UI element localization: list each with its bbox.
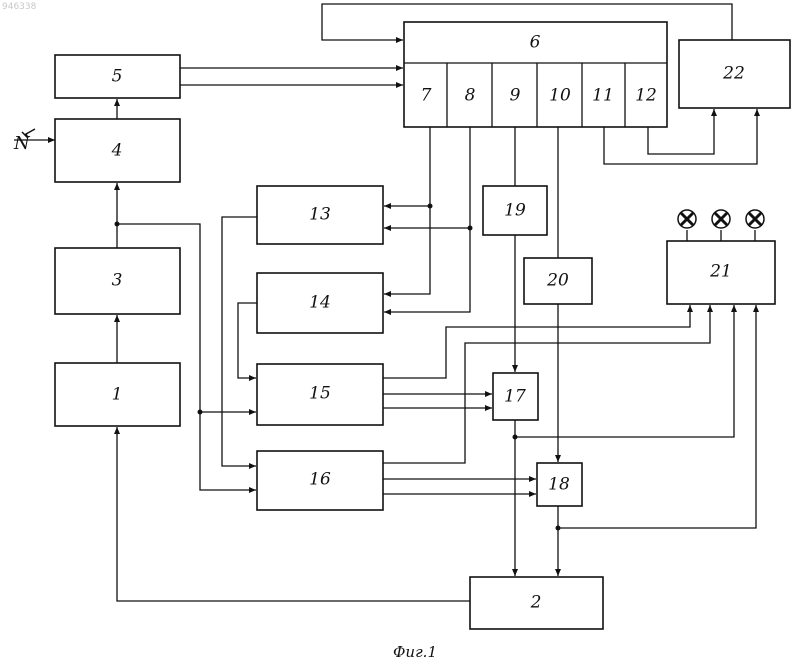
block-13: 13 bbox=[257, 186, 383, 244]
block-15-label: 15 bbox=[309, 384, 331, 404]
block-14-label: 14 bbox=[309, 293, 331, 313]
block-22: 22 bbox=[679, 40, 790, 108]
lamp-icon bbox=[712, 210, 730, 241]
input-symbol: N bbox=[13, 133, 31, 154]
block-17: 17 bbox=[493, 373, 538, 420]
block-4-label: 4 bbox=[111, 141, 123, 161]
block-18: 18 bbox=[537, 463, 582, 506]
block-20-label: 20 bbox=[546, 271, 569, 291]
block-9-label: 9 bbox=[510, 86, 521, 106]
block-16: 16 bbox=[257, 451, 383, 510]
block-14: 14 bbox=[257, 273, 383, 333]
block-19-label: 19 bbox=[504, 201, 526, 221]
figure-caption: Фиг.1 bbox=[393, 643, 437, 661]
block-4: 4 bbox=[55, 119, 180, 182]
block-7-label: 7 bbox=[421, 86, 432, 106]
block-2: 2 bbox=[470, 577, 603, 629]
block-5: 5 bbox=[55, 55, 180, 98]
block-10-label: 10 bbox=[549, 86, 571, 106]
block-21-label: 21 bbox=[709, 262, 732, 282]
block-2-label: 2 bbox=[530, 593, 542, 613]
block-5-label: 5 bbox=[112, 67, 123, 87]
lamp-icon bbox=[746, 210, 764, 241]
block-3-label: 3 bbox=[112, 271, 123, 291]
block-18-label: 18 bbox=[548, 475, 570, 495]
block-17-label: 17 bbox=[504, 387, 526, 407]
block-8-label: 8 bbox=[465, 86, 476, 106]
block-15: 15 bbox=[257, 364, 383, 425]
watermark: 946338 bbox=[2, 2, 37, 12]
block-6: 6 7 8 9 10 11 12 bbox=[404, 22, 667, 127]
block-1: 1 bbox=[55, 363, 180, 426]
block-22-label: 22 bbox=[722, 64, 745, 84]
block-16-label: 16 bbox=[309, 470, 331, 490]
lamp-icon bbox=[678, 210, 696, 241]
block-20: 20 bbox=[524, 258, 592, 304]
block-6-label: 6 bbox=[530, 33, 541, 53]
block-12-label: 12 bbox=[635, 86, 657, 106]
block-11-label: 11 bbox=[592, 86, 614, 106]
block-13-label: 13 bbox=[309, 205, 331, 225]
block-3: 3 bbox=[55, 248, 180, 314]
block-21: 21 bbox=[667, 241, 775, 304]
block-19: 19 bbox=[483, 186, 547, 235]
block-1-label: 1 bbox=[112, 385, 123, 405]
indicator-lamps bbox=[678, 210, 764, 241]
input-signal-icon: N bbox=[13, 129, 35, 154]
